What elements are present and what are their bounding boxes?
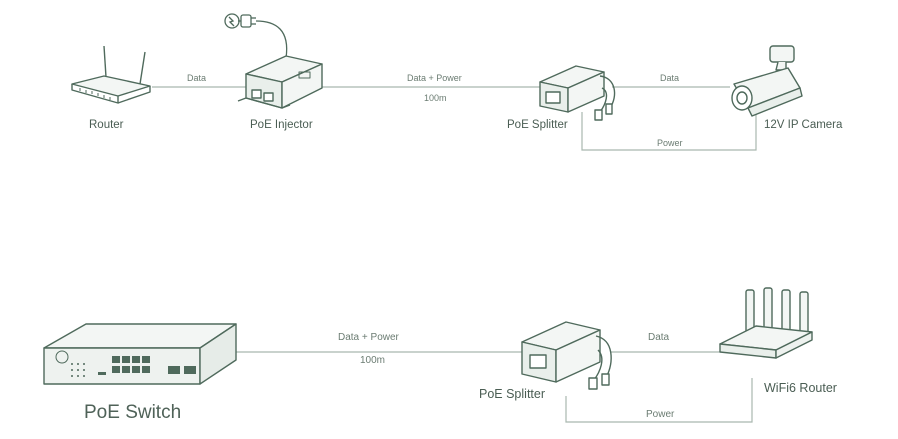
power-link-top	[581, 112, 757, 151]
distance-label-bottom: 100m	[360, 355, 386, 366]
link-label-data-power-bottom: Data + Power	[338, 332, 399, 343]
router-label: Router	[89, 119, 124, 131]
poe-splitter-icon	[539, 65, 616, 121]
distance-label: 100m	[424, 93, 447, 103]
link-label-data-power: Data + Power	[407, 73, 462, 83]
poe-splitter-label: PoE Splitter	[507, 119, 568, 131]
poe-injector-label: PoE Injector	[250, 119, 313, 131]
poe-splitter-label-bottom: PoE Splitter	[479, 387, 546, 401]
poe-splitter-icon-bottom	[521, 321, 612, 390]
poe-switch-label: PoE Switch	[84, 402, 182, 423]
wifi6-router-label: WiFi6 Router	[764, 381, 837, 395]
power-label-bottom: Power	[646, 409, 675, 420]
link-label-data-bottom: Data	[648, 332, 670, 343]
camera-label: 12V IP Camera	[764, 119, 843, 131]
poe-injector-icon	[237, 55, 323, 109]
power-link-bottom	[565, 378, 753, 423]
link-label-data-camera: Data	[660, 73, 680, 83]
power-label: Power	[657, 138, 683, 148]
power-plug-icon	[224, 13, 288, 59]
router-icon	[71, 45, 151, 104]
link-label-data: Data	[187, 73, 207, 83]
poe-switch-icon	[43, 323, 237, 385]
ip-camera-icon	[731, 45, 803, 117]
wifi6-router-icon	[719, 287, 813, 359]
